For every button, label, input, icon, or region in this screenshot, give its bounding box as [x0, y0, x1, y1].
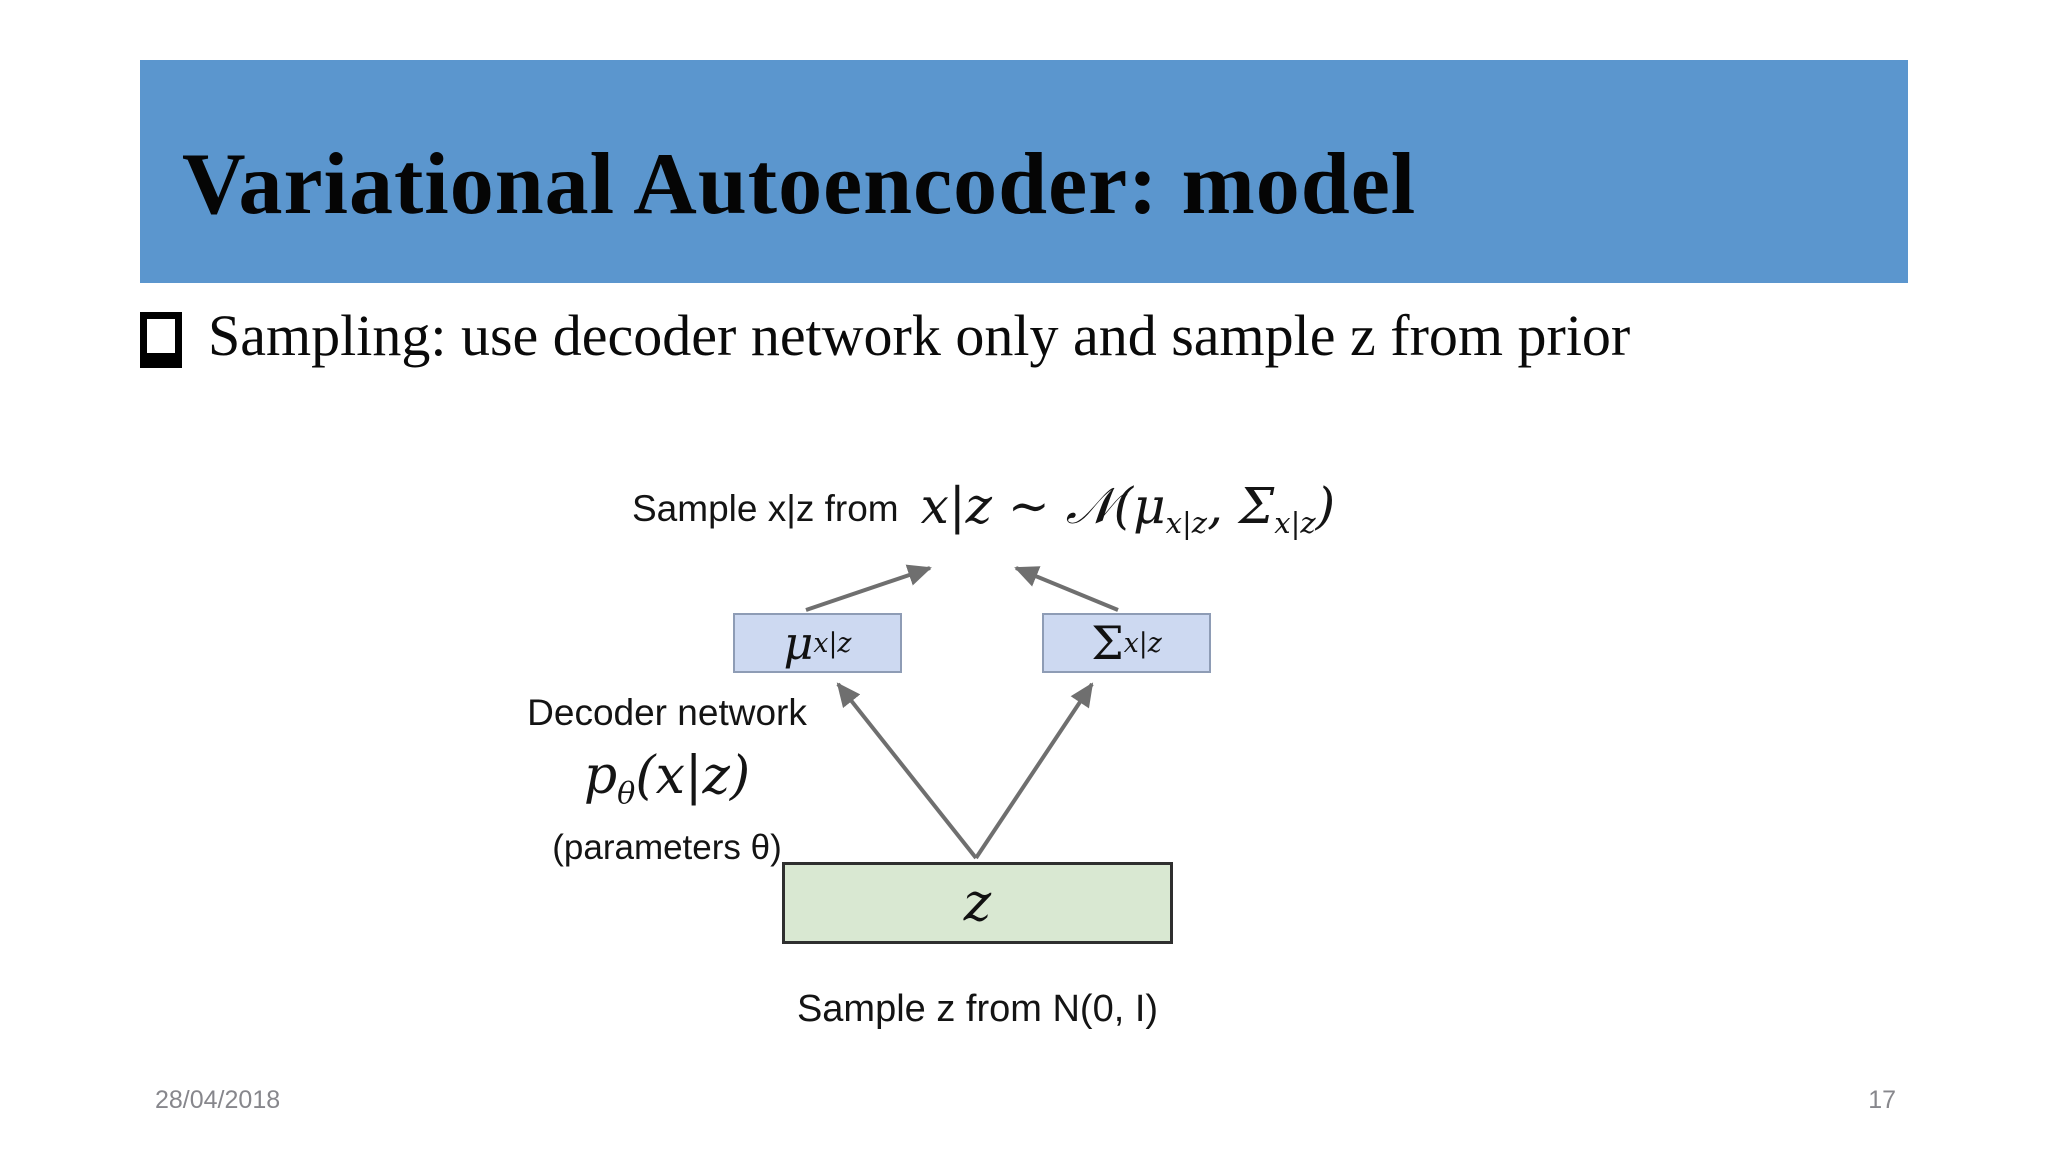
- bullet-square-icon: [140, 312, 182, 368]
- sample-z-label: Sample z from N(0, I): [796, 988, 1159, 1030]
- decoder-formula: pθ(x|z): [478, 746, 856, 812]
- sample-x-label: Sample x|z from: [632, 488, 899, 529]
- formula-sim: ∼: [1007, 477, 1050, 536]
- formula-comma: ,: [1207, 477, 1239, 536]
- decoder-annotation: Decoder network pθ(x|z) (parameters θ): [478, 692, 856, 868]
- arrow-sigma-to-formula: [1014, 566, 1119, 612]
- z-node-box: z: [782, 862, 1173, 944]
- formula-row: Sample x|z from x|z ∼ 𝒩(μx|z, Σx|z): [632, 466, 1335, 552]
- z-symbol: z: [963, 873, 992, 933]
- bullet-text: Sampling: use decoder network only and s…: [208, 303, 1631, 368]
- formula-lhs: x|z: [920, 477, 993, 536]
- formula-sigma: Σ: [1238, 477, 1275, 536]
- formula-script-n: 𝒩: [1065, 477, 1114, 536]
- footer-page-number: 17: [1868, 1086, 1896, 1114]
- mu-subscript: x|z: [813, 627, 852, 659]
- formula-mu-sub: x|z: [1165, 506, 1208, 541]
- formula-sigma-sub: x|z: [1274, 506, 1316, 541]
- formula-close-paren: ): [1315, 477, 1336, 536]
- mu-symbol: μ: [783, 616, 814, 670]
- sigma-symbol: Σ: [1091, 616, 1124, 670]
- arrow-group: [805, 564, 1119, 860]
- arrow-z-to-mu: [836, 682, 978, 860]
- decoder-network-label: Decoder network: [527, 692, 807, 733]
- footer-date: 28/04/2018: [155, 1086, 281, 1114]
- decoder-args: (x|z): [635, 746, 751, 806]
- arrow-mu-to-formula: [805, 564, 932, 612]
- distribution-formula: x|z ∼ 𝒩(μx|z, Σx|z): [921, 477, 1336, 540]
- sigma-subscript: x|z: [1123, 627, 1162, 659]
- header-bar: Variational Autoencoder: model: [140, 60, 1908, 283]
- slide-title: Variational Autoencoder: model: [182, 136, 1417, 233]
- formula-open-paren: (: [1113, 477, 1134, 536]
- bullet-item: Sampling: use decoder network only and s…: [140, 302, 1630, 369]
- decoder-p: p: [583, 746, 618, 806]
- formula-mu: μ: [1133, 477, 1166, 536]
- arrow-z-to-sigma: [974, 682, 1094, 860]
- decoder-theta-sub: θ: [617, 776, 636, 812]
- decoder-params-label: (parameters θ): [552, 827, 782, 867]
